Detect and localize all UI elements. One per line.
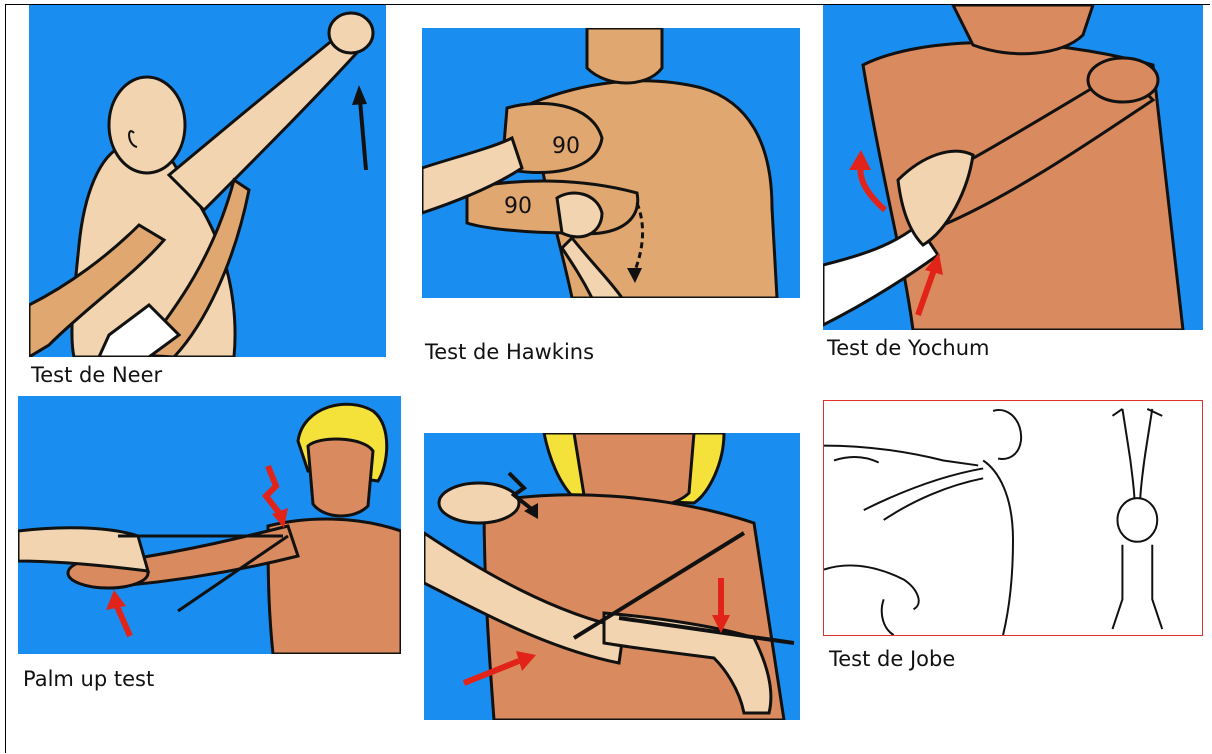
caption-hawkins: Test de Hawkins (425, 340, 594, 364)
speed-test-illustration (424, 433, 800, 720)
caption-yochum: Test de Yochum (827, 336, 989, 360)
caption-jobe: Test de Jobe (829, 647, 955, 671)
hawkins-angle-top: 90 (552, 134, 580, 159)
jobe-test-illustration (823, 400, 1203, 636)
hawkins-test-illustration: 90 90 (422, 28, 800, 298)
caption-neer: Test de Neer (31, 363, 162, 387)
caption-palm-up: Palm up test (23, 667, 154, 691)
hawkins-angle-bottom: 90 (504, 194, 532, 219)
yochum-test-illustration (823, 5, 1203, 330)
palm-up-test-illustration (18, 396, 401, 654)
neer-test-illustration (29, 5, 386, 357)
